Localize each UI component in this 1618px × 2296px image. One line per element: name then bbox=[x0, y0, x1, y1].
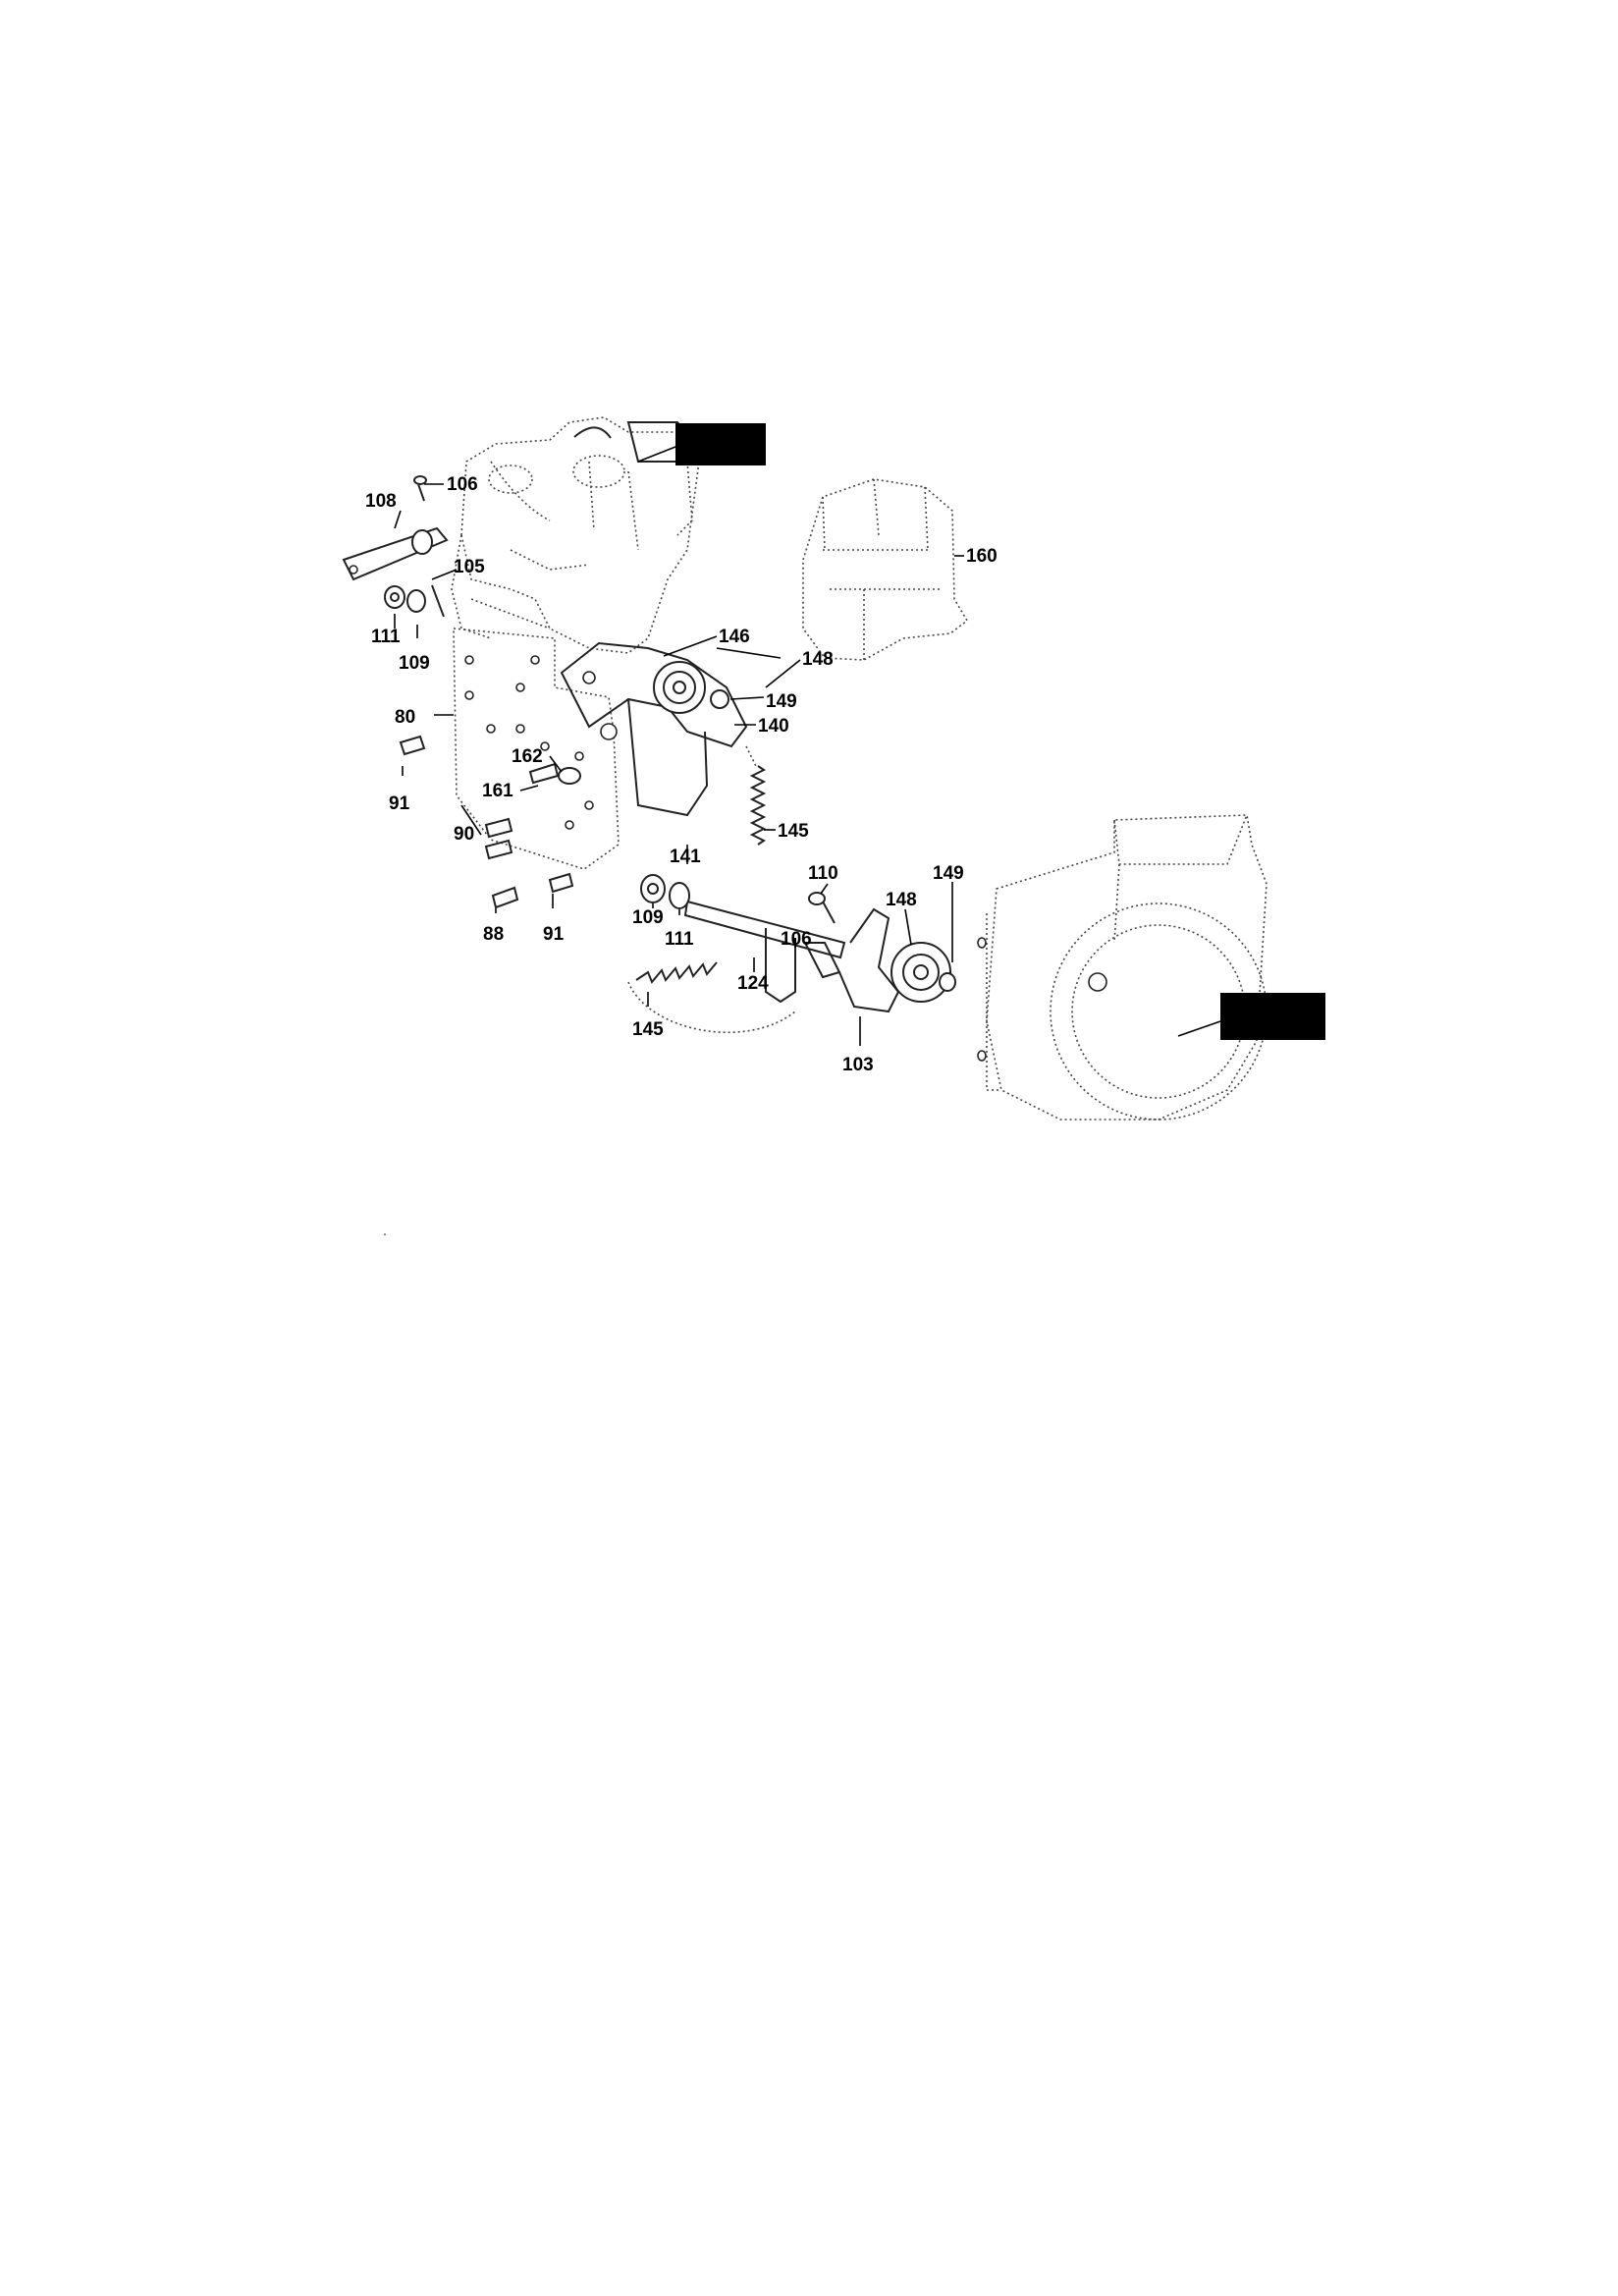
part-label-145-lower: 145 bbox=[632, 1019, 664, 1040]
part-label-108: 108 bbox=[365, 491, 397, 512]
part-label-109-lower: 109 bbox=[632, 907, 664, 928]
part-label-80: 80 bbox=[395, 707, 415, 728]
part-label-88: 88 bbox=[483, 924, 504, 945]
part-label-124: 124 bbox=[737, 973, 769, 994]
part-label-91-upper: 91 bbox=[389, 793, 410, 814]
auger-housing bbox=[977, 814, 1267, 1121]
part-label-105: 105 bbox=[454, 557, 485, 577]
part-labels: 108 106 105 111 109 146 148 149 140 160 … bbox=[365, 474, 998, 1075]
spring-lower bbox=[627, 961, 796, 1033]
part-label-106-upper: 106 bbox=[447, 474, 478, 495]
idler-bracket-upper bbox=[560, 641, 748, 817]
scan-speck bbox=[384, 1233, 386, 1235]
part-label-141: 141 bbox=[670, 847, 701, 867]
part-label-90: 90 bbox=[454, 824, 474, 845]
part-label-111-lower: 111 bbox=[665, 929, 694, 950]
part-label-111-upper: 111 bbox=[371, 627, 401, 647]
part-label-145-upper: 145 bbox=[778, 821, 809, 842]
reference-callout-engine bbox=[637, 423, 766, 465]
part-label-148-lower: 148 bbox=[886, 890, 917, 910]
part-label-148-upper: 148 bbox=[802, 649, 834, 670]
part-label-162: 162 bbox=[512, 746, 543, 767]
shaft-upper bbox=[342, 475, 449, 581]
mounting-plate bbox=[453, 628, 620, 870]
idler-arm-lower bbox=[640, 874, 956, 1013]
part-label-161: 161 bbox=[482, 781, 513, 801]
part-label-110: 110 bbox=[808, 863, 838, 884]
leader-lines bbox=[394, 483, 953, 1046]
part-label-160: 160 bbox=[966, 546, 998, 567]
part-label-140: 140 bbox=[758, 716, 789, 737]
bolts bbox=[399, 735, 581, 909]
washer-bushing-upper bbox=[384, 584, 445, 618]
reference-callout-housing bbox=[1177, 993, 1325, 1040]
part-label-106-lower: 106 bbox=[781, 929, 812, 950]
part-label-109-upper: 109 bbox=[399, 653, 430, 674]
part-label-149-upper: 149 bbox=[766, 691, 797, 712]
part-label-149-lower: 149 bbox=[933, 863, 964, 884]
belt-cover bbox=[802, 478, 969, 661]
part-label-91-lower: 91 bbox=[543, 924, 565, 945]
part-label-103: 103 bbox=[842, 1055, 874, 1075]
spring-upper bbox=[745, 745, 767, 846]
part-label-146: 146 bbox=[719, 627, 750, 647]
